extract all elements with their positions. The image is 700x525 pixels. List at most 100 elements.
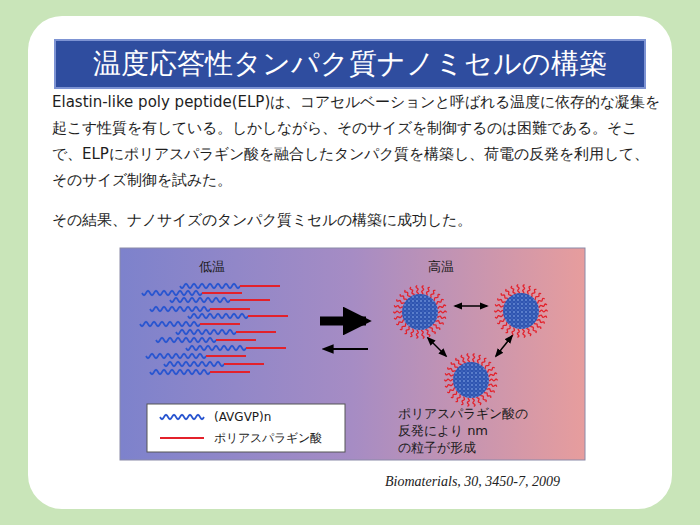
- micelle-corona: [433, 323, 440, 330]
- micelle-corona: [511, 327, 515, 336]
- polyasp-chain: [230, 299, 270, 301]
- repulsion-arrow: [428, 338, 446, 356]
- micelle-corona: [467, 397, 469, 406]
- micelle-corona: [494, 310, 504, 312]
- micelle-corona: [488, 373, 497, 376]
- micelle-note: ポリアスパラギン酸の 反発により nm の粒子が形成: [398, 405, 548, 456]
- elp-wave: [150, 307, 210, 311]
- micelle-corona: [430, 290, 436, 298]
- elp-wave: [176, 330, 236, 334]
- polyasp-chain: [248, 315, 288, 317]
- micelle-corona: [400, 294, 407, 301]
- micelle-core: [402, 294, 438, 330]
- body-text: Elastin-like poly peptide(ELP)は、コアセルベーショ…: [52, 89, 662, 193]
- legend-swatch: [158, 429, 208, 447]
- micelle-corona: [484, 362, 491, 368]
- micelle-corona: [501, 322, 508, 328]
- micelle-corona: [497, 319, 506, 324]
- micelle-corona: [456, 358, 462, 366]
- micelle-corona: [405, 290, 411, 298]
- elp-wave: [140, 322, 200, 326]
- heating-arrow: [320, 317, 366, 326]
- micelle-corona: [410, 287, 414, 296]
- elp-wave: [170, 298, 230, 302]
- micelle-corona: [448, 367, 456, 372]
- micelles: [393, 285, 547, 407]
- body-text: その結果、ナノサイズのタンパク質ミセルの構築に成功した。: [52, 207, 662, 233]
- temperature-label: 高温: [428, 258, 454, 276]
- citation: Biomaterials, 30, 3450-7, 2009: [385, 474, 560, 490]
- micelle-corona: [393, 311, 403, 313]
- elp-wave: [142, 291, 202, 295]
- elp-wave: [186, 346, 246, 350]
- micelle-corona: [506, 289, 512, 297]
- elp-wave: [150, 370, 210, 374]
- micelle-corona: [461, 355, 465, 364]
- legend-swatch: [158, 408, 208, 426]
- micelle: [393, 286, 446, 339]
- legend-item: ポリアスパラギン酸: [158, 429, 338, 447]
- micelle-corona: [527, 327, 531, 336]
- micelle-corona: [538, 315, 547, 318]
- micelle-corona: [488, 384, 497, 387]
- micelle-corona: [435, 299, 444, 304]
- micelle-corona: [437, 311, 447, 313]
- micelle-corona: [400, 323, 407, 329]
- micelle-corona: [527, 286, 531, 295]
- micelle-corona: [472, 397, 475, 407]
- micelle-corona: [495, 304, 504, 307]
- micelle-corona: [481, 358, 487, 366]
- micelle-corona: [484, 391, 491, 398]
- micelle-corona: [477, 396, 481, 405]
- micelle-corona: [477, 355, 481, 364]
- micelle-corona: [426, 287, 430, 296]
- polyasp-chain: [206, 355, 246, 357]
- micelle-corona: [534, 322, 541, 329]
- micelle-corona: [536, 298, 545, 303]
- figure-ground: [120, 248, 585, 460]
- polyasp-chain: [202, 292, 242, 294]
- micelle-core: [453, 362, 489, 398]
- micelle-corona: [394, 316, 403, 319]
- elp-wave: [164, 362, 224, 366]
- polyasp-chain: [210, 308, 250, 310]
- micelle: [494, 285, 547, 338]
- elp-wave: [146, 354, 206, 358]
- micelle-corona: [444, 379, 454, 381]
- micelle-corona: [473, 354, 475, 363]
- micelle-corona: [534, 293, 541, 299]
- micelle-corona: [531, 289, 537, 297]
- legend-label: ポリアスパラギン酸: [214, 429, 322, 447]
- micelle-corona: [437, 305, 446, 308]
- repulsion-arrow: [455, 305, 487, 307]
- elp-wave: [188, 314, 248, 318]
- micelle-corona: [405, 326, 411, 334]
- micelle-corona: [422, 286, 424, 295]
- temperature-label: 低温: [199, 258, 225, 276]
- micelle-corona: [538, 310, 548, 312]
- cooling-arrow: [324, 348, 368, 350]
- micelle-corona: [498, 298, 506, 303]
- micelle-corona: [506, 325, 512, 333]
- micelle-corona: [523, 285, 525, 294]
- white-panel: [28, 16, 672, 509]
- micelle-corona: [456, 394, 462, 402]
- micelle-corona: [486, 367, 495, 372]
- polyasp-chain: [240, 285, 280, 287]
- legend-item: (AVGVP)n: [158, 408, 338, 426]
- micelle-corona: [447, 388, 456, 393]
- micelle-corona: [435, 320, 443, 325]
- title-bar: [55, 40, 645, 88]
- micelle-corona: [394, 305, 403, 308]
- micelle-corona: [451, 391, 458, 397]
- micelle-corona: [410, 328, 414, 337]
- micelle-corona: [421, 329, 424, 339]
- polyasp-chain: [246, 347, 286, 349]
- micelle-corona: [416, 329, 418, 338]
- micelle-corona: [461, 396, 465, 405]
- micelle-corona: [522, 328, 525, 338]
- micelle-corona: [397, 299, 405, 304]
- micelle-core: [503, 293, 539, 329]
- micelle-corona: [488, 379, 498, 381]
